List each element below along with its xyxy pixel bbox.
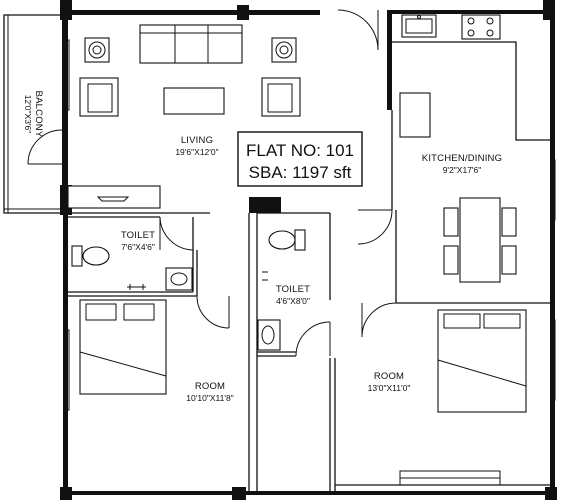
toilet-2-basin-bowl [261, 325, 275, 345]
wall-kitchen-left-upper [387, 10, 392, 110]
stove-burner [467, 17, 475, 25]
dining-table [459, 197, 501, 283]
window-room-1-left [63, 329, 70, 411]
lamp-right-bulb [279, 45, 289, 55]
room-2-furniture [361, 302, 556, 413]
bed-2-blanket [437, 359, 527, 413]
wall-left-lower [63, 215, 68, 490]
room-2-door-swing [361, 302, 397, 338]
toilet-2-cistern [294, 229, 306, 251]
balcony-door-swing [27, 129, 63, 165]
bed-1-pillow [85, 303, 117, 321]
kitchen-counter [392, 41, 550, 141]
window-kitchen-right [550, 159, 556, 221]
dining-chair [501, 245, 517, 275]
wall-top-left [60, 10, 320, 15]
balcony-name: BALCONY [33, 91, 44, 138]
living-size: 19'6"X12'0" [175, 147, 218, 157]
armchair-right-seat [267, 83, 293, 113]
lamp-left-shade [88, 41, 106, 59]
wall-right [550, 14, 555, 494]
toilet-2-name: TOILET [276, 284, 310, 295]
dining-chair [443, 245, 459, 275]
balcony-outline [3, 14, 62, 214]
bed-1 [79, 299, 167, 395]
toilet-2-wc [268, 230, 296, 250]
column-top-middle [237, 5, 249, 20]
armchair-left-seat [87, 83, 113, 113]
column-bottom-middle [232, 487, 246, 500]
kitchen-door-swing [357, 209, 393, 245]
balcony-label: BALCONY 12'0"X3'6" [23, 91, 44, 138]
kitchen-name: KITCHEN/DINING [422, 153, 502, 164]
toilet-2-fixtures [257, 229, 331, 357]
flat-area: SBA: 1197 sft [249, 163, 352, 182]
bed-2-pillow [443, 313, 481, 329]
room-2-name: ROOM [374, 371, 404, 382]
wall-bottom [60, 491, 555, 495]
window-living-left [63, 39, 70, 111]
bed-2-pillow [483, 313, 521, 329]
flat-number: FLAT NO: 101 [246, 141, 354, 160]
toilet-2-size: 4'6"X8'0" [276, 296, 310, 306]
toilet-1-door-swing [159, 216, 194, 251]
stove-burner [467, 29, 475, 37]
sofa [139, 24, 243, 64]
dining-chair [443, 207, 459, 237]
room-1-name: ROOM [195, 381, 225, 392]
tv [96, 196, 130, 202]
toilet-1-size: 7'6"X4'6" [121, 242, 155, 252]
room-2-size: 13'0"X11'0" [368, 383, 411, 393]
fridge [399, 92, 431, 138]
bed-1-blanket [79, 351, 167, 395]
toilet-1-wc [82, 246, 110, 266]
stove-burner [486, 29, 494, 37]
lamp-left-bulb [92, 45, 102, 55]
toilet-2-door-swing [295, 321, 331, 357]
toilet-1-cistern [71, 245, 83, 267]
toilet-1-basin-bowl [170, 272, 188, 286]
room-1-door-swing [196, 295, 230, 329]
bed-1-pillow [123, 303, 155, 321]
bed-2 [437, 309, 527, 413]
room-1-furniture [63, 295, 230, 411]
toilet-1-basin [165, 267, 193, 291]
balcony-size: 12'0"X3'6" [23, 95, 33, 134]
flat-info-box [237, 131, 363, 187]
living-furniture [67, 9, 379, 209]
stove-burner [486, 17, 494, 25]
coffee-table [163, 87, 225, 115]
main-door-swing [337, 9, 379, 51]
column-center [249, 197, 281, 213]
kitchen-sink-tap [417, 15, 421, 19]
kitchen-size: 9'2"X17'6" [443, 165, 482, 175]
toilet-1-name: TOILET [121, 230, 155, 241]
kitchen-furniture [357, 14, 556, 283]
balcony [3, 14, 70, 214]
walls [60, 0, 557, 500]
lamp-right-shade [275, 41, 293, 59]
window-room-2-right [550, 319, 556, 401]
living-name: LIVING [181, 135, 213, 146]
toilet-2-basin [257, 319, 281, 351]
dining-chair [501, 207, 517, 237]
wall-living-left [62, 15, 68, 185]
toilet-1-fixtures [71, 216, 194, 291]
wall-top-right [390, 10, 550, 14]
room-1-size: 10'10"X11'8" [186, 393, 233, 403]
stove [461, 14, 501, 40]
